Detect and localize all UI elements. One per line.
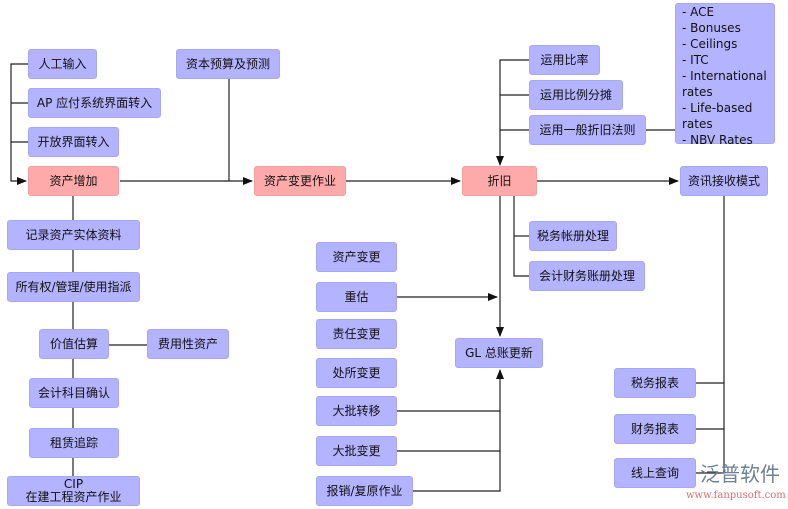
cip-sublabel: 在建工程资产作业 bbox=[25, 490, 122, 504]
node-use-ratio-alloc[interactable]: 运用比例分摊 bbox=[529, 80, 623, 110]
node-asset-change-op[interactable]: 资产变更作业 bbox=[254, 166, 346, 196]
node-valuation[interactable]: 价值估算 bbox=[39, 329, 109, 359]
node-asset-change[interactable]: 资产变更 bbox=[316, 242, 397, 272]
node-financial-report[interactable]: 财务报表 bbox=[614, 414, 696, 444]
cip-label: CIP bbox=[63, 477, 84, 491]
node-info-receive[interactable]: 资讯接收模式 bbox=[680, 166, 768, 196]
rate-list-item: rates bbox=[682, 85, 713, 99]
node-tax-report[interactable]: 税务报表 bbox=[614, 368, 696, 398]
node-use-ratio[interactable]: 运用比率 bbox=[529, 45, 600, 75]
node-account-confirm[interactable]: 会计科目确认 bbox=[29, 378, 119, 408]
node-gl-update[interactable]: GL 总账更新 bbox=[455, 338, 543, 368]
node-tax-book[interactable]: 税务帐册处理 bbox=[529, 221, 617, 251]
node-expense-asset[interactable]: 费用性资产 bbox=[147, 329, 229, 359]
node-bulk-change[interactable]: 大批变更 bbox=[316, 436, 397, 466]
node-lease-track[interactable]: 租赁追踪 bbox=[29, 428, 119, 458]
rate-list-item: rates bbox=[682, 117, 713, 131]
watermark-title: 泛普软件 bbox=[700, 462, 780, 486]
node-writeoff-restore[interactable]: 报销/复原作业 bbox=[316, 476, 413, 506]
watermark-url: www.fanpusoft.com bbox=[686, 490, 786, 501]
rate-list-box: - ACE - Bonuses - Ceilings - ITC - Inter… bbox=[675, 3, 775, 147]
rate-list-item: - Life-based bbox=[682, 101, 753, 115]
node-acct-book[interactable]: 会计财务账册处理 bbox=[529, 261, 645, 291]
node-general-depr[interactable]: 运用一般折旧法则 bbox=[529, 115, 646, 145]
watermark: 泛普软件 www.fanpusoft.com bbox=[686, 458, 788, 509]
node-asset-add[interactable]: 资产增加 bbox=[28, 166, 119, 196]
rate-list-item: - Ceilings bbox=[682, 37, 738, 51]
node-capital-budget[interactable]: 资本预算及预测 bbox=[176, 49, 280, 79]
node-ap-interface[interactable]: AP 应付系统界面转入 bbox=[28, 88, 161, 118]
rate-list-item: - Bonuses bbox=[682, 21, 741, 35]
rate-list-item: - International bbox=[682, 69, 767, 83]
node-responsibility-change[interactable]: 责任变更 bbox=[316, 319, 397, 349]
node-bulk-transfer[interactable]: 大批转移 bbox=[316, 396, 397, 426]
rate-list-item: - ACE bbox=[682, 5, 715, 19]
node-record-asset[interactable]: 记录资产实体资料 bbox=[7, 220, 140, 250]
node-revaluation[interactable]: 重估 bbox=[316, 282, 397, 312]
rate-list-item: - NBV Rates bbox=[682, 133, 753, 147]
node-manual-input[interactable]: 人工输入 bbox=[28, 49, 97, 79]
node-depreciation[interactable]: 折旧 bbox=[462, 166, 537, 196]
node-online-query[interactable]: 线上查询 bbox=[614, 458, 696, 488]
rate-list-item: - ITC bbox=[682, 53, 709, 67]
node-ownership[interactable]: 所有权/管理/使用指派 bbox=[7, 272, 140, 302]
node-open-interface[interactable]: 开放界面转入 bbox=[28, 127, 119, 157]
node-cip[interactable]: CIP 在建工程资产作业 bbox=[7, 476, 140, 506]
node-location-change[interactable]: 处所变更 bbox=[316, 358, 397, 388]
